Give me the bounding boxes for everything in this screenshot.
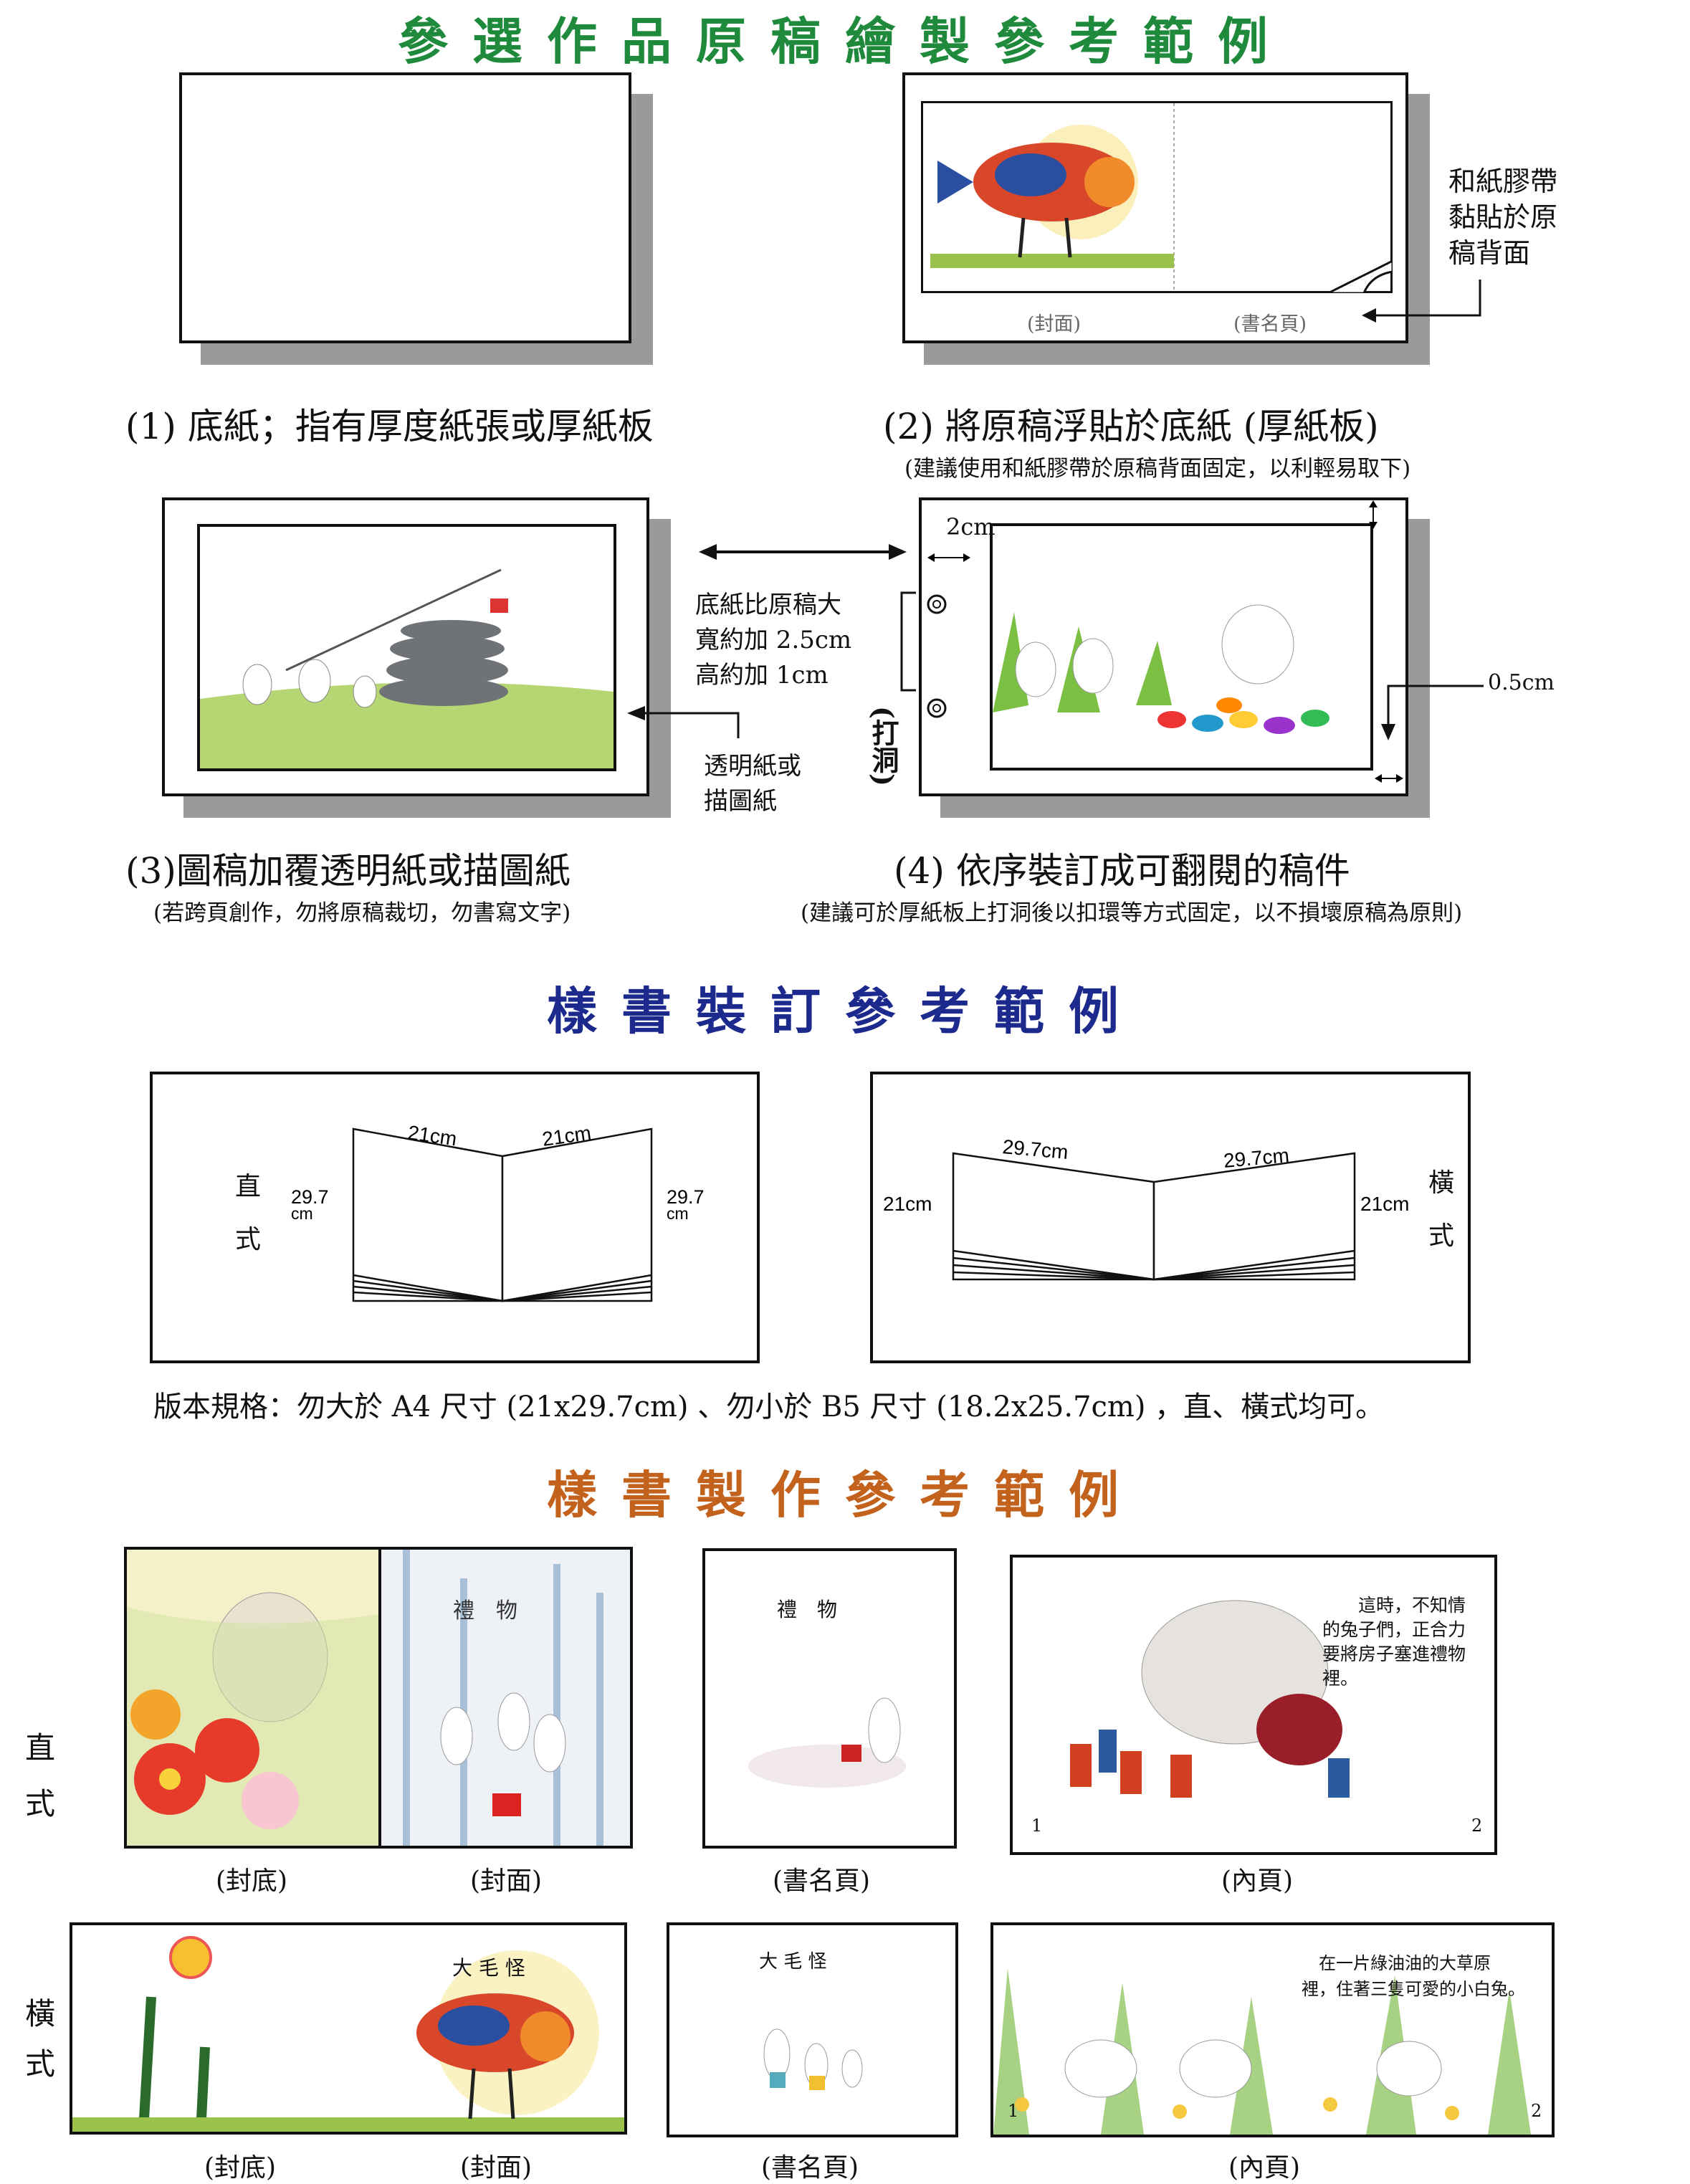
height-left-label: 21cm <box>883 1193 932 1215</box>
landscape-label-char: 橫 <box>1428 1168 1455 1198</box>
size-note-line: 底紙比原稿大 <box>695 591 841 619</box>
tape-label-line: 黏貼於原 <box>1448 201 1558 233</box>
top-margin-label: 2cm <box>946 513 996 540</box>
bound-board: 2cm <box>919 497 1408 796</box>
tape-label-line: 和紙膠帶 <box>1448 166 1558 197</box>
cover-spread-illustration <box>127 1550 630 1846</box>
height-right-label: 21cm <box>1360 1193 1409 1215</box>
title-page-label: (書名頁) <box>772 1866 871 1896</box>
portrait-label-char: 式 <box>235 1225 262 1254</box>
tape-arrow <box>1362 280 1481 323</box>
inner-page-text: 這時，不知情 的兔子們，正合力 要將房子塞進禮物 裡。 <box>1322 1596 1466 1689</box>
portrait-row-label: 直式 <box>25 1720 55 1832</box>
title-page-label: (書名頁) <box>760 2153 859 2183</box>
overlay-arrow <box>627 706 740 738</box>
row-label-char: 橫 <box>25 1996 56 2031</box>
portrait-title-page: 禮 物 <box>702 1548 957 1849</box>
ring-bracket <box>900 591 916 692</box>
overlay-label-line: 透明紙或 <box>704 752 801 781</box>
landscape-label-char: 式 <box>1428 1221 1455 1251</box>
height-left-label: 29.7 <box>291 1186 329 1208</box>
inner-page-label: (內頁) <box>1221 1866 1294 1896</box>
title-page-label: (書名頁) <box>1233 313 1307 335</box>
fish-monster-illustration <box>930 103 1175 291</box>
size-note-line: 高約加 1cm <box>695 661 829 690</box>
side-margin-label: 0.5cm <box>1488 670 1555 695</box>
folded-corner <box>1328 261 1393 293</box>
three-rabbits-illustration <box>763 2028 863 2090</box>
overlay-board <box>162 497 649 796</box>
step4-note: (建議可於厚紙板上打洞後以扣環等方式固定，以不損壞原稿為原則) <box>801 900 1463 926</box>
page-number-right: 2 <box>1531 2101 1542 2121</box>
binding-rings <box>927 594 947 718</box>
base-paper <box>179 72 631 343</box>
overlay-label: 透明紙或 描圖紙 <box>704 749 801 819</box>
landscape-row-label: 橫式 <box>25 1989 55 2089</box>
landscape-title-page: 大 毛 怪 <box>667 1922 958 2137</box>
tape-label-line: 稿背面 <box>1448 237 1531 269</box>
rabbit-gift-illustration <box>748 1697 906 1788</box>
cover-label: (封面) <box>469 1866 543 1896</box>
portrait-cover-spread: 禮 物 <box>124 1547 633 1849</box>
book-pages <box>952 1152 1356 1281</box>
section3-title: 樣書製作參考範例 <box>547 1465 1143 1525</box>
width-left-label: 29.7cm <box>1001 1135 1069 1163</box>
landscape-inner-page: 在一片綠油油的大草原 裡，住著三隻可愛的小白兔。 1 2 <box>990 1922 1555 2137</box>
portrait-inner-page: 這時，不知情 的兔子們，正合力 要將房子塞進禮物 裡。 1 2 <box>1010 1555 1497 1855</box>
rabbits-pushing-illustration <box>1070 1600 1350 1798</box>
step2-caption: (2) 將原稿浮貼於底紙 (厚紙板) <box>883 406 1379 447</box>
row-label-char: 式 <box>25 2046 56 2082</box>
step2-note: (建議使用和紙膠帶於原稿背面固定，以利輕易取下) <box>904 456 1411 482</box>
landscape-cover-spread: 大 毛 怪 <box>70 1922 627 2135</box>
cover-title: 禮 物 <box>453 1598 517 1623</box>
rabbits-cat-illustration <box>990 523 1373 771</box>
height-left-unit: cm <box>291 1204 313 1223</box>
size-note-line: 寬約加 2.5cm <box>695 626 852 654</box>
row-label-char: 式 <box>25 1786 56 1821</box>
meadow-rabbits-illustration <box>993 1968 1531 2135</box>
back-cover-label: (封底) <box>215 1866 288 1896</box>
punch-label: (打洞) <box>867 706 899 786</box>
row-label-char: 直 <box>25 1730 56 1765</box>
size-double-arrow <box>699 544 907 560</box>
top-gap-arrow <box>1369 500 1378 529</box>
title-page-text: 大 毛 怪 <box>759 1951 827 1973</box>
step3-caption: (3)圖稿加覆透明紙或描圖紙 <box>125 850 571 892</box>
height-right-unit: cm <box>667 1204 689 1223</box>
rabbits-fishing-illustration <box>197 524 616 771</box>
step4-caption: (4) 依序裝訂成可翻閱的稿件 <box>894 850 1350 892</box>
mounted-board: (封面) (書名頁) <box>902 72 1408 343</box>
title-page-text: 禮 物 <box>777 1598 838 1621</box>
overlay-label-line: 描圖紙 <box>704 787 777 816</box>
size-spec: 版本規格：勿大於 A4 尺寸 (21x29.7cm) 、勿小於 B5 尺寸 (1… <box>153 1391 1385 1424</box>
landscape-cover-title: 大 毛 怪 <box>452 1956 525 1980</box>
step3-note: (若跨頁創作，勿將原稿裁切，勿書寫文字) <box>153 900 571 926</box>
portrait-label: 直式 <box>235 1160 261 1267</box>
inner-page-label: (內頁) <box>1228 2153 1301 2183</box>
landscape-label: 橫式 <box>1428 1157 1454 1263</box>
page-number-left: 1 <box>1008 2101 1019 2121</box>
size-note: 底紙比原稿大 寬約加 2.5cm 高約加 1cm <box>695 588 851 693</box>
page-number-right: 2 <box>1471 1816 1483 1836</box>
landscape-cover-illustration <box>72 1936 624 2132</box>
original-artwork <box>921 101 1393 293</box>
book-pages <box>352 1127 653 1302</box>
tape-label: 和紙膠帶 黏貼於原 稿背面 <box>1448 163 1557 271</box>
section2-title: 樣書裝訂參考範例 <box>547 981 1143 1041</box>
inner-page-text: 在一片綠油油的大草原 裡，住著三隻可愛的小白兔。 <box>1302 1954 1525 1999</box>
section1-title: 參選作品原稿繪製參考範例 <box>398 11 1292 71</box>
cover-label: (封面) <box>459 2153 533 2183</box>
step1-caption: (1) 底紙；指有厚度紙張或厚紙板 <box>125 406 654 447</box>
page-number-left: 1 <box>1031 1816 1043 1836</box>
portrait-label-char: 直 <box>235 1172 262 1201</box>
landscape-binding-diagram: 29.7cm 29.7cm 21cm 21cm 橫式 <box>870 1072 1471 1363</box>
height-right-label: 29.7 <box>667 1186 705 1208</box>
margin-arrow <box>927 553 970 562</box>
cover-label: (封面) <box>1027 313 1082 335</box>
side-gap-arrow <box>1375 774 1403 783</box>
back-cover-label: (封底) <box>204 2153 277 2183</box>
portrait-binding-diagram: 21cm 21cm 29.7 cm 29.7 cm 直式 <box>150 1072 760 1363</box>
side-margin-arrow <box>1381 685 1484 740</box>
